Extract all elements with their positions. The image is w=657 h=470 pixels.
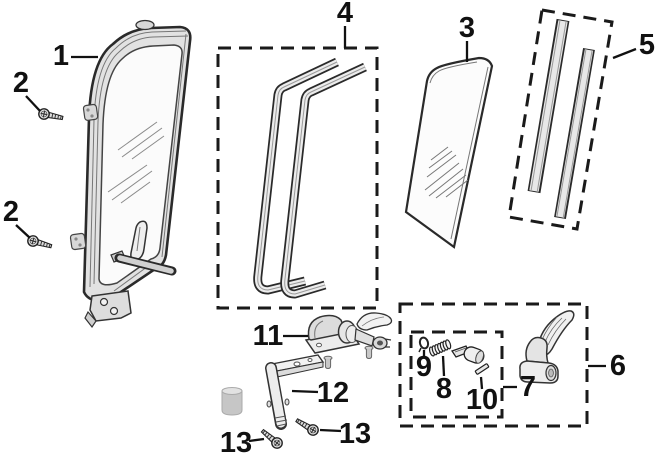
- pivot-shaft: [354, 328, 375, 347]
- bushing-cylinder: [221, 387, 243, 416]
- pivot-push-pin: [323, 355, 333, 369]
- part-labels: 1 2 2 3 4 5 6 7 8 9 10 11 12 13 13: [3, 0, 655, 459]
- glass-reflection-lines: [424, 146, 469, 199]
- frame-top-pivot-knob: [135, 19, 155, 31]
- part-label-8: 8: [436, 373, 452, 405]
- latch-knuckle: [525, 336, 550, 364]
- latch-handle: [519, 310, 575, 384]
- detent-plunger: [450, 345, 485, 364]
- part-label-9: 9: [416, 351, 432, 383]
- part-label-3: 3: [459, 12, 475, 44]
- glass-reflection-lines: [107, 121, 165, 204]
- frame-hinge-clip-lower: [69, 232, 87, 251]
- pivot-arm: [265, 354, 325, 430]
- part-label-10: 10: [466, 384, 498, 416]
- part-label-13b: 13: [339, 418, 371, 450]
- vent-glass-in-frame: [98, 44, 183, 286]
- run-channel-kit-box: [507, 8, 614, 231]
- detent-pin: [474, 363, 490, 375]
- pivot-assembly: [304, 312, 393, 354]
- pivot-flag-tab: [356, 312, 393, 331]
- bracket-screw-boss: [109, 306, 119, 316]
- vent-window-frame-assembly: [69, 19, 192, 329]
- latch-kit-box: [398, 302, 589, 428]
- bracket-screw-boss: [99, 297, 109, 307]
- part-label-7: 7: [520, 371, 536, 403]
- frame-hinge-clip-upper: [82, 103, 99, 121]
- division-bar-channels: [253, 57, 367, 299]
- part-label-1: 1: [53, 40, 69, 72]
- leader-lines: [15, 26, 637, 443]
- part-label-6: 6: [610, 350, 626, 382]
- frame-lower-pivot-bar: [110, 250, 177, 276]
- mounting-screw-upper: [37, 107, 65, 124]
- glass-run-channels: [527, 18, 595, 220]
- part-label-5: 5: [639, 29, 655, 61]
- frame-bottom-bracket: [84, 290, 132, 329]
- part-label-2b: 2: [3, 196, 19, 228]
- part-label-12: 12: [317, 377, 349, 409]
- part-label-11: 11: [253, 320, 284, 352]
- part-label-4: 4: [337, 0, 353, 29]
- detent-hardware: [418, 336, 490, 375]
- part-label-13a: 13: [220, 427, 252, 459]
- retainer-ring: [418, 336, 430, 350]
- arm-screw-right: [293, 415, 321, 438]
- detent-kit-box: [409, 330, 504, 419]
- detent-spring: [428, 339, 452, 357]
- pivot-push-pin: [364, 345, 374, 359]
- part-label-2a: 2: [13, 67, 29, 99]
- vent-glass: [404, 56, 494, 249]
- pivot-housing: [307, 314, 348, 341]
